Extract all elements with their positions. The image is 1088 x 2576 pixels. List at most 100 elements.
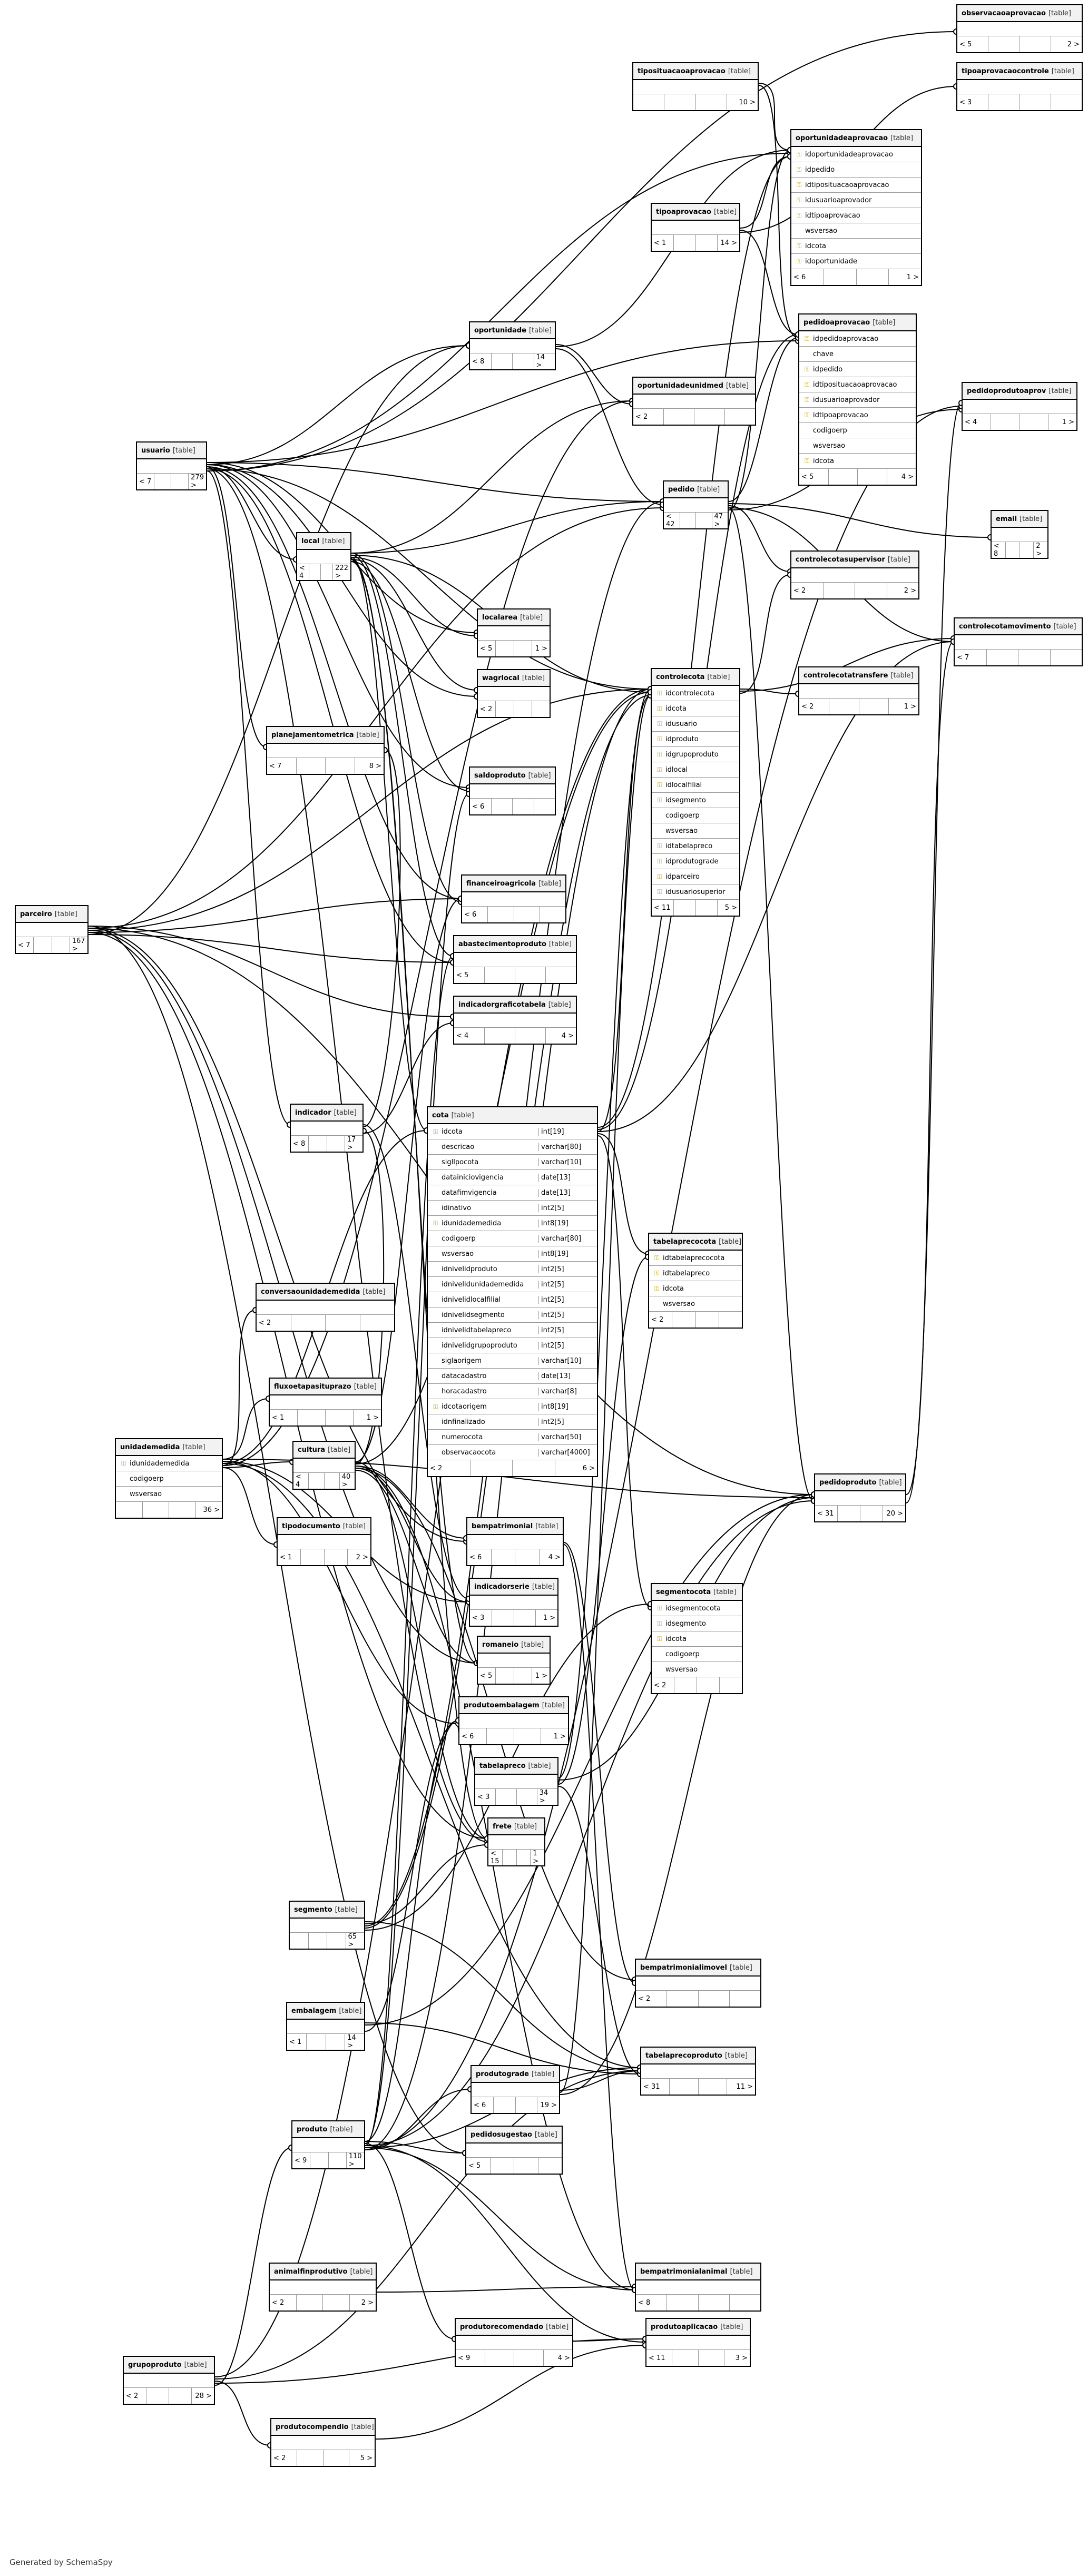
parent-count[interactable]: < 11 bbox=[652, 900, 674, 916]
parent-count[interactable]: < 1 bbox=[652, 235, 674, 251]
table-header[interactable]: cultura[table] bbox=[293, 1442, 355, 1459]
parent-count[interactable]: < 5 bbox=[454, 967, 485, 983]
column-row[interactable]: ⚿idcota bbox=[791, 239, 921, 254]
child-count[interactable] bbox=[546, 967, 576, 983]
child-count[interactable]: 6 > bbox=[582, 1464, 595, 1472]
table-tipoaprovacaocontrole[interactable]: tipoaprovacaocontrole[table]< 3 bbox=[956, 62, 1083, 111]
child-count[interactable]: 1 > bbox=[1062, 418, 1074, 426]
parent-count[interactable]: < 5 bbox=[957, 36, 989, 52]
table-header[interactable]: controlecotasupervisor[table] bbox=[791, 552, 918, 568]
parent-count[interactable]: < 9 bbox=[292, 2152, 311, 2168]
parent-count[interactable]: < 15 bbox=[488, 1850, 503, 1865]
child-count[interactable]: 1 > bbox=[904, 702, 916, 711]
table-header[interactable]: tabelaprecocota[table] bbox=[649, 1234, 742, 1251]
column-row[interactable]: ⚿idusuariosuperior bbox=[652, 884, 739, 900]
column-row[interactable]: ⚿idpedidoaprovacao bbox=[799, 331, 916, 347]
parent-count[interactable] bbox=[633, 94, 665, 110]
child-count[interactable]: 279 > bbox=[191, 474, 204, 489]
column-row[interactable]: ⚿idunidademedida bbox=[116, 1456, 222, 1471]
parent-count[interactable]: < 2 bbox=[124, 2388, 146, 2404]
column-row[interactable]: wsversao bbox=[799, 438, 916, 454]
parent-count[interactable]: < 6 bbox=[462, 907, 488, 922]
table-controlecotamovimento[interactable]: controlecotamovimento[table]< 7 bbox=[954, 617, 1083, 666]
table-bempatrimonialanimal[interactable]: bempatrimonialanimal[table]< 8 bbox=[635, 2263, 761, 2312]
parent-count[interactable]: < 7 bbox=[16, 937, 34, 953]
column-row[interactable]: ⚿idsegmento bbox=[652, 1616, 742, 1631]
child-count[interactable]: 1 > bbox=[533, 1850, 539, 1865]
table-controlecota[interactable]: controlecota[table]⚿idcontrolecota⚿idcot… bbox=[651, 668, 740, 917]
table-header[interactable]: controlecotatransfere[table] bbox=[799, 667, 918, 684]
child-count[interactable] bbox=[532, 701, 550, 717]
table-header[interactable]: parceiro[table] bbox=[16, 906, 87, 923]
column-row[interactable]: ⚿idlocalfilial bbox=[652, 778, 739, 793]
table-header[interactable]: produtoaplicacao[table] bbox=[646, 2319, 750, 2336]
table-header[interactable]: oportunidadeunidmed[table] bbox=[633, 378, 755, 395]
column-row[interactable]: ⚿idcota bbox=[649, 1281, 742, 1296]
parent-count[interactable]: < 2 bbox=[478, 701, 496, 717]
table-oportunidadeunidmed[interactable]: oportunidadeunidmed[table]< 2 bbox=[632, 377, 756, 426]
child-count[interactable]: 4 > bbox=[561, 1031, 574, 1040]
column-row[interactable]: ⚿idtipoaprovacao bbox=[799, 408, 916, 423]
column-row[interactable]: ⚿idoportunidadeaprovacao bbox=[791, 147, 921, 162]
table-header[interactable]: animalfinprodutivo[table] bbox=[270, 2264, 376, 2280]
child-count[interactable] bbox=[730, 1991, 760, 2007]
parent-count[interactable]: < 5 bbox=[799, 469, 829, 485]
column-row[interactable]: ⚿idusuarioaprovador bbox=[791, 193, 921, 208]
child-count[interactable]: 14 > bbox=[347, 2034, 356, 2050]
parent-count[interactable] bbox=[290, 1933, 309, 1949]
table-header[interactable]: oportunidade[table] bbox=[470, 322, 555, 339]
table-header[interactable]: financeiroagricola[table] bbox=[462, 876, 565, 892]
table-header[interactable]: observacaoaprovacao[table] bbox=[957, 5, 1082, 22]
column-row[interactable]: wsversao bbox=[649, 1296, 742, 1312]
child-count[interactable] bbox=[540, 907, 565, 922]
table-header[interactable]: grupoproduto[table] bbox=[124, 2357, 214, 2374]
column-row[interactable]: codigoerp bbox=[652, 1647, 742, 1662]
column-row[interactable]: ⚿idproduto bbox=[652, 732, 739, 747]
parent-count[interactable]: < 6 bbox=[472, 2097, 494, 2113]
parent-count[interactable]: < 7 bbox=[955, 650, 987, 665]
column-row[interactable]: ⚿idtipoaprovacao bbox=[791, 208, 921, 223]
table-tipoaprovacao[interactable]: tipoaprovacao[table] < 1 14 > bbox=[651, 203, 740, 252]
table-header[interactable]: planejamentometrica[table] bbox=[267, 727, 384, 744]
parent-count[interactable]: < 2 bbox=[270, 2295, 297, 2310]
child-count[interactable]: 1 > bbox=[553, 1732, 566, 1741]
column-row[interactable]: codigoerp bbox=[116, 1471, 222, 1487]
column-row[interactable]: ⚿idtabelapreco bbox=[649, 1266, 742, 1281]
table-header[interactable]: tiposituacaoaprovacao[table] bbox=[633, 63, 758, 80]
table-header[interactable]: produto[table] bbox=[292, 2121, 364, 2138]
child-count[interactable]: 2 > bbox=[356, 1553, 368, 1561]
column-row[interactable]: ⚿idcota bbox=[652, 1631, 742, 1647]
column-row[interactable]: ⚿idlocal bbox=[652, 762, 739, 778]
column-row[interactable]: ⚿idcontrolecota bbox=[652, 686, 739, 701]
child-count[interactable] bbox=[730, 2295, 760, 2310]
table-header[interactable]: tipodocumento[table] bbox=[278, 1518, 370, 1535]
column-row[interactable]: ⚿idtabelapreco bbox=[652, 839, 739, 854]
child-count[interactable]: 2 > bbox=[361, 2298, 374, 2307]
child-count[interactable]: 14 > bbox=[720, 239, 737, 247]
table-header[interactable]: abastecimentoproduto[table] bbox=[454, 936, 576, 953]
table-header[interactable]: tipoaprovacao[table] bbox=[652, 204, 739, 221]
child-count[interactable]: 40 > bbox=[341, 1473, 351, 1489]
table-oportunidadeaprovacao[interactable]: oportunidadeaprovacao[table]⚿idoportunid… bbox=[790, 129, 922, 286]
